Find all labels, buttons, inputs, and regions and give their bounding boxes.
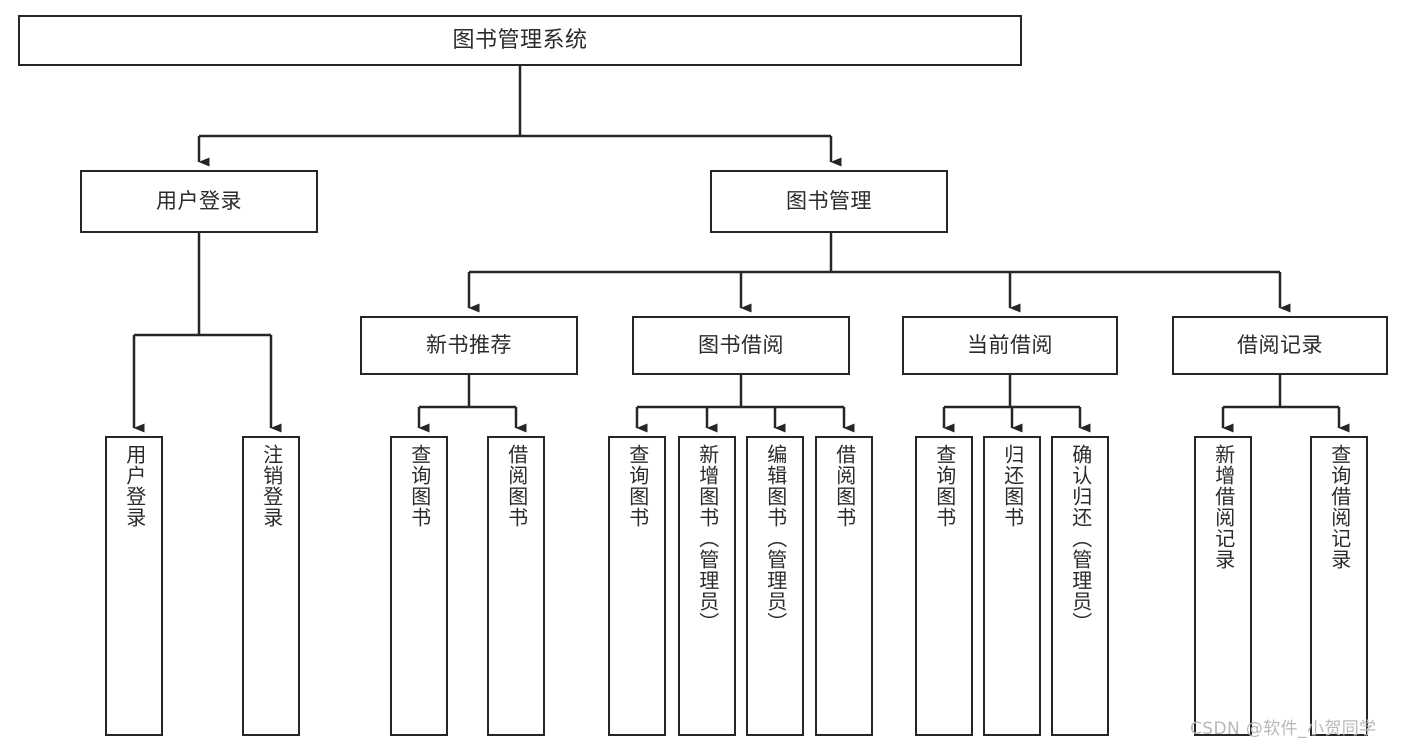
node-label: 归还图书 bbox=[1000, 444, 1025, 528]
leaf-query-book-borrow[interactable]: 查询图书 bbox=[608, 436, 666, 736]
node-user-login[interactable]: 用户登录 bbox=[80, 170, 318, 233]
node-label: 查询图书 bbox=[932, 444, 957, 528]
leaf-user-login[interactable]: 用户登录 bbox=[105, 436, 163, 736]
node-label: 查询借阅记录 bbox=[1327, 444, 1352, 570]
node-new-book-recommend[interactable]: 新书推荐 bbox=[360, 316, 578, 375]
leaf-edit-book-admin[interactable]: 编辑图书（管理员） bbox=[746, 436, 804, 736]
node-borrow-record[interactable]: 借阅记录 bbox=[1172, 316, 1388, 375]
leaf-confirm-return-admin[interactable]: 确认归还（管理员） bbox=[1051, 436, 1109, 736]
node-book-management[interactable]: 图书管理 bbox=[710, 170, 948, 233]
leaf-query-borrow-record[interactable]: 查询借阅记录 bbox=[1310, 436, 1368, 736]
leaf-logout[interactable]: 注销登录 bbox=[242, 436, 300, 736]
leaf-return-book[interactable]: 归还图书 bbox=[983, 436, 1041, 736]
node-label: 确认归还（管理员） bbox=[1068, 444, 1093, 633]
node-label: 用户登录 bbox=[122, 444, 147, 528]
node-label: 借阅图书 bbox=[832, 444, 857, 528]
node-book-borrow[interactable]: 图书借阅 bbox=[632, 316, 850, 375]
node-label: 借阅记录 bbox=[1237, 333, 1323, 358]
csdn-watermark: CSDN @软件_小贺同学 bbox=[1190, 719, 1377, 739]
leaf-query-book-current[interactable]: 查询图书 bbox=[915, 436, 973, 736]
node-label: 新书推荐 bbox=[426, 333, 512, 358]
node-label: 图书管理系统 bbox=[452, 27, 588, 53]
leaf-add-borrow-record[interactable]: 新增借阅记录 bbox=[1194, 436, 1252, 736]
node-label: 用户登录 bbox=[156, 189, 242, 214]
node-label: 查询图书 bbox=[625, 444, 650, 528]
leaf-add-book-admin[interactable]: 新增图书（管理员） bbox=[678, 436, 736, 736]
node-label: 新增图书（管理员） bbox=[695, 444, 720, 633]
node-label: 图书管理 bbox=[786, 189, 872, 214]
node-label: 注销登录 bbox=[259, 444, 284, 528]
node-label: 编辑图书（管理员） bbox=[763, 444, 788, 633]
leaf-borrow-book[interactable]: 借阅图书 bbox=[815, 436, 873, 736]
node-label: 查询图书 bbox=[407, 444, 432, 528]
node-current-borrow[interactable]: 当前借阅 bbox=[902, 316, 1118, 375]
node-label: 图书借阅 bbox=[698, 333, 784, 358]
leaf-query-book-rec[interactable]: 查询图书 bbox=[390, 436, 448, 736]
node-label: 新增借阅记录 bbox=[1211, 444, 1236, 570]
leaf-borrow-book-rec[interactable]: 借阅图书 bbox=[487, 436, 545, 736]
node-label: 当前借阅 bbox=[967, 333, 1053, 358]
node-root-system[interactable]: 图书管理系统 bbox=[18, 15, 1022, 66]
node-label: 借阅图书 bbox=[504, 444, 529, 528]
